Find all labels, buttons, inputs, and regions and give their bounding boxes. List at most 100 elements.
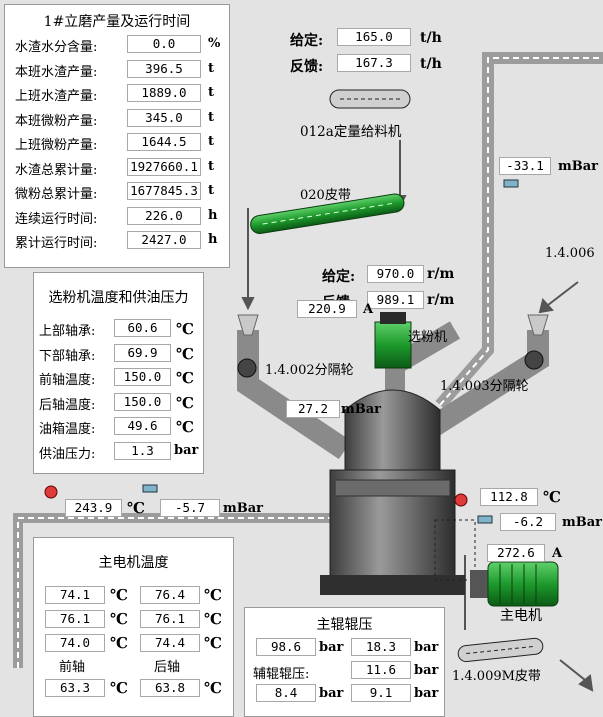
motor-temp-rear: 74.4 xyxy=(140,634,200,652)
roller-r3-a-unit: bar xyxy=(319,686,344,701)
aux-roller-label: 辅辊辊压: xyxy=(253,667,310,682)
sep-set-unit: r/m xyxy=(427,266,455,282)
belt-020-label: 020皮带 xyxy=(300,188,351,203)
separator-temp-unit: ℃ xyxy=(176,418,194,436)
outlet-temp-unit: ℃ xyxy=(543,488,561,506)
mill-stat-label: 连续运行时间: xyxy=(15,211,98,227)
separator-temp-label: 油箱温度: xyxy=(39,422,96,437)
inlet-press-unit: mBar xyxy=(223,501,264,516)
pressure-top-unit: mBar xyxy=(558,159,599,174)
motor-temp-unit: ℃ xyxy=(204,610,222,628)
outlet-press-unit: mBar xyxy=(562,515,603,530)
valve-1003-label: 1.4.003分隔轮 xyxy=(440,379,529,394)
separator-temp-value: 150.0 xyxy=(114,368,171,386)
separator-temp-value: 69.9 xyxy=(114,343,171,362)
separator-name: 选粉机 xyxy=(408,330,448,345)
pressure-mid-value: 27.2 xyxy=(286,400,340,418)
separator-temp-value: 49.6 xyxy=(114,417,171,435)
mill-stat-unit: t xyxy=(208,109,215,125)
mill-stat-value: 0.0 xyxy=(127,35,201,53)
sep-current-unit: A xyxy=(363,302,374,317)
mill-stat-unit: % xyxy=(208,36,221,51)
separator-temp-unit: ℃ xyxy=(176,344,194,363)
mill-stat-unit: t xyxy=(208,85,215,100)
roller-r3-a: 8.4 xyxy=(256,684,316,702)
mill-stat-unit: h xyxy=(208,232,218,247)
mill-stat-unit: t xyxy=(208,60,215,76)
mill-stat-unit: t xyxy=(208,158,215,174)
mill-stat-unit: t xyxy=(208,183,215,198)
motor-temp-rear: 76.1 xyxy=(140,610,200,628)
mill-stat-value: 345.0 xyxy=(127,108,201,127)
separator-temp-label: 供油压力: xyxy=(39,446,96,462)
mill-stat-label: 上班微粉产量: xyxy=(15,138,98,153)
motor-current-value: 272.6 xyxy=(487,544,545,562)
roller-r1-a: 98.6 xyxy=(256,638,316,656)
motor-temp-unit: ℃ xyxy=(110,634,128,652)
valve-1002-label: 1.4.002分隔轮 xyxy=(265,363,354,378)
motor-temp-unit: ℃ xyxy=(110,610,128,628)
mill-stat-value: 226.0 xyxy=(127,206,201,225)
separator-temp-value: 150.0 xyxy=(114,392,171,411)
gas-duct xyxy=(13,52,603,668)
mill-stats-title: 1#立磨产量及运行时间 xyxy=(43,14,191,30)
feed-fb-unit: t/h xyxy=(420,56,442,72)
belt-1009-label: 1.4.009M皮带 xyxy=(452,669,541,684)
feeder-label: 012a定量给料机 xyxy=(300,124,402,140)
front-shaft-label: 前轴 xyxy=(59,660,86,675)
separator-temp-label: 上部轴承: xyxy=(39,324,96,339)
sep-set-value[interactable]: 970.0 xyxy=(367,265,424,283)
roller-pressure-panel: 主辊辊压 98.6 bar 18.3 bar 辅辊辊压: 11.6 bar 8.… xyxy=(244,607,445,717)
mill-stat-value: 2427.0 xyxy=(127,231,201,249)
feed-set-unit: t/h xyxy=(420,30,442,46)
feed-set-value[interactable]: 165.0 xyxy=(337,28,411,46)
main-motor-temp-title: 主电机温度 xyxy=(98,555,169,571)
separator-temp-value: 60.6 xyxy=(114,319,171,337)
mill-stat-label: 上班水渣产量: xyxy=(15,89,98,104)
motor-temp-unit: ℃ xyxy=(110,586,128,604)
roller-r3-b: 9.1 xyxy=(351,684,411,702)
rear-shaft-label: 后轴 xyxy=(154,660,181,675)
separator-temp-title: 选粉机温度和供油压力 xyxy=(48,290,189,306)
front-shaft-unit: ℃ xyxy=(110,679,128,697)
feed-fb-value: 167.3 xyxy=(337,54,411,72)
belt-1009 xyxy=(457,637,544,663)
mill-stat-value: 1644.5 xyxy=(127,133,201,151)
separator-temp-label: 后轴温度: xyxy=(39,397,96,413)
front-shaft-value: 63.3 xyxy=(45,679,105,697)
feed-fb-label: 反馈: xyxy=(290,59,324,75)
mill-stat-unit: t xyxy=(208,134,215,149)
separator-temp-label: 下部轴承: xyxy=(39,348,96,364)
separator-temp-value: 1.3 xyxy=(114,441,171,460)
mill-stat-unit: h xyxy=(208,207,218,223)
sep-set-label: 给定: xyxy=(322,269,356,285)
main-motor xyxy=(470,561,559,607)
roller-pressure-title: 主辊辊压 xyxy=(316,617,373,633)
belt-020 xyxy=(250,193,405,234)
mill-stat-value: 1889.0 xyxy=(127,84,201,102)
feeder-012a xyxy=(329,89,411,109)
motor-current-unit: A xyxy=(552,546,563,561)
aux-roller-unit: bar xyxy=(414,663,439,678)
sep-fb-value: 989.1 xyxy=(367,291,424,309)
mill-stat-value: 1927660.1 xyxy=(127,157,201,176)
roller-r3-b-unit: bar xyxy=(414,686,439,701)
roller-r1-a-unit: bar xyxy=(319,640,344,655)
rear-shaft-unit: ℃ xyxy=(204,679,222,697)
separator-temp-unit: ℃ xyxy=(176,320,194,338)
mill-stat-label: 本班微粉产量: xyxy=(15,113,98,129)
mill-stat-label: 微粉总累计量: xyxy=(15,187,98,202)
mill-stat-value: 396.5 xyxy=(127,59,201,78)
inlet-temp-value: 243.9 xyxy=(65,499,122,517)
motor-temp-unit: ℃ xyxy=(204,634,222,652)
separator-temp-label: 前轴温度: xyxy=(39,373,96,388)
motor-temp-front: 74.1 xyxy=(45,586,105,604)
valve-1006-label: 1.4.006 xyxy=(545,246,595,261)
motor-temp-front: 74.0 xyxy=(45,634,105,652)
motor-name: 主电机 xyxy=(500,608,542,624)
motor-temp-unit: ℃ xyxy=(204,586,222,604)
sensor-icons xyxy=(44,179,519,524)
feed-set-label: 给定: xyxy=(290,33,324,49)
